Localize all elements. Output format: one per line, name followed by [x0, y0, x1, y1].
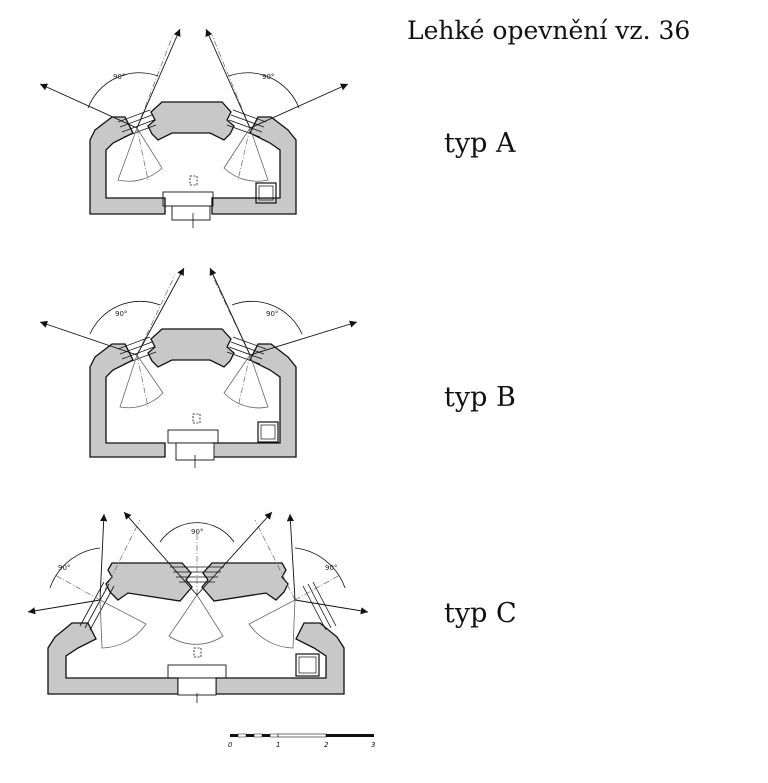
- wall-left: [89, 343, 166, 458]
- angle-label-b-right: 90°: [266, 310, 278, 318]
- wall-left: [47, 622, 179, 695]
- scale-tick-1: 1: [276, 741, 280, 749]
- wall-right: [215, 622, 345, 695]
- wall-right: [211, 343, 297, 458]
- angle-label-a-right: 90°: [262, 73, 274, 81]
- type-b-label: typ B: [444, 382, 516, 413]
- plan-type-a: 90° 90°: [39, 28, 349, 228]
- plan-type-c: 90° 90° 90°: [27, 511, 369, 703]
- type-c-label: typ C: [444, 598, 517, 629]
- plan-type-b: 90° 90°: [39, 267, 358, 468]
- roof-block: [147, 328, 235, 368]
- wall-right: [211, 116, 297, 215]
- type-a-label: typ A: [444, 128, 516, 159]
- wall-left: [89, 116, 166, 215]
- angle-label-a-left: 90°: [113, 73, 125, 81]
- roof-block: [147, 101, 235, 141]
- angle-label-b-left: 90°: [115, 310, 127, 318]
- roof-block-right: [201, 562, 289, 602]
- scale-tick-2: 2: [324, 741, 329, 749]
- angle-label-c-right: 90°: [325, 564, 337, 572]
- page-title: Lehké opevnění vz. 36: [407, 16, 691, 45]
- scale-tick-3: 3: [371, 741, 375, 749]
- angle-label-c-left: 90°: [58, 564, 70, 572]
- scale-tick-0: 0: [228, 741, 233, 749]
- angle-label-c-center: 90°: [191, 528, 203, 536]
- scale-bar: 0 1 2 3: [228, 733, 375, 749]
